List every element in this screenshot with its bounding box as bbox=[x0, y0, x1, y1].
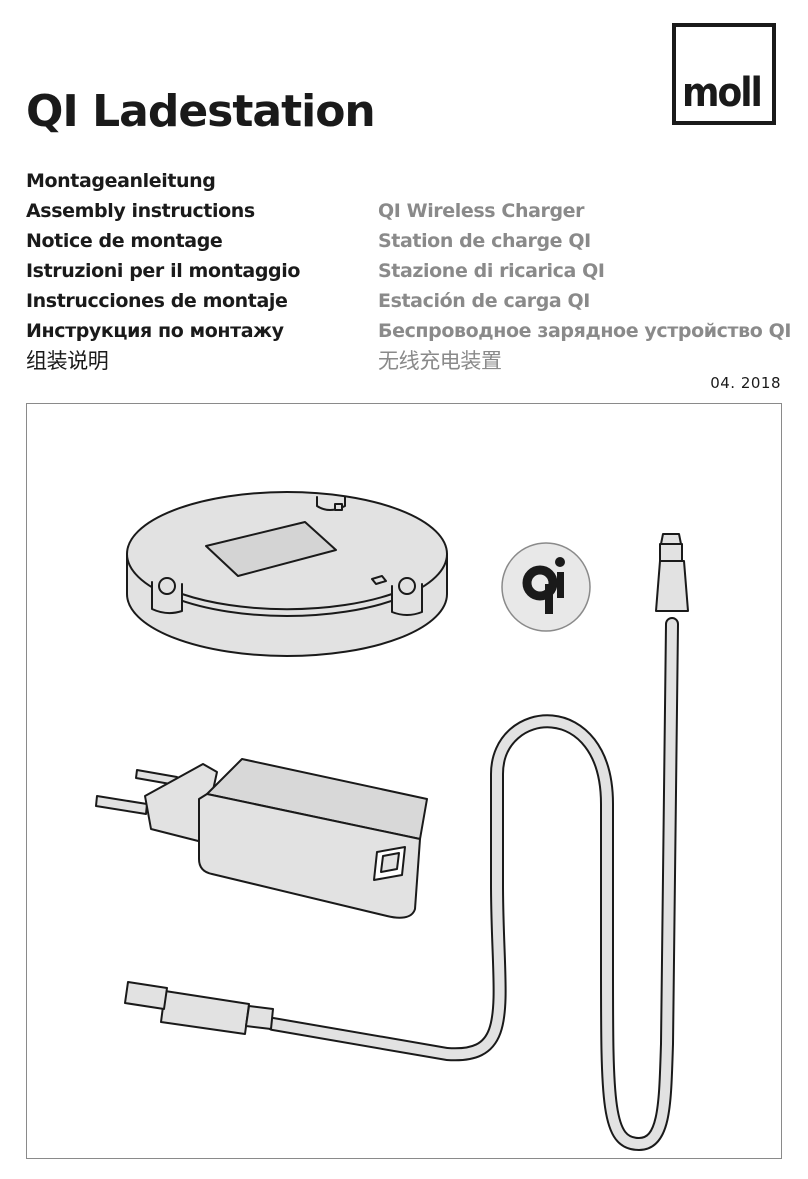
instruction-title-list: Montageanleitung Assembly instructions N… bbox=[26, 166, 300, 376]
instruction-title-it: Istruzioni per il montaggio bbox=[26, 260, 300, 282]
usb-wall-adapter bbox=[95, 758, 428, 919]
product-name-ru: Беспроводное зарядное устройство QI bbox=[378, 320, 792, 342]
instruction-title-fr: Notice de montage bbox=[26, 230, 223, 252]
illustration-frame bbox=[26, 403, 782, 1159]
product-name-en: QI Wireless Charger bbox=[378, 200, 585, 222]
publication-date: 04. 2018 bbox=[710, 374, 781, 392]
logo-text: moll bbox=[682, 70, 763, 116]
usb-cable bbox=[124, 533, 689, 1151]
instruction-title-ru: Инструкция по монтажу bbox=[26, 320, 284, 342]
product-name-it: Stazione di ricarica QI bbox=[378, 260, 605, 282]
product-illustration bbox=[95, 491, 689, 1151]
product-name-es: Estación de carga QI bbox=[378, 290, 590, 312]
instruction-title-zh: 组装说明 bbox=[26, 349, 109, 373]
product-name-fr: Station de charge QI bbox=[378, 230, 591, 252]
qi-charging-pad bbox=[126, 491, 448, 657]
product-name-list: QI Wireless Charger Station de charge QI… bbox=[378, 196, 791, 376]
instruction-title-de: Montageanleitung bbox=[26, 170, 216, 192]
moll-logo: moll bbox=[672, 23, 776, 125]
page-title: QI Ladestation bbox=[26, 86, 376, 137]
product-name-zh: 无线充电装置 bbox=[378, 349, 502, 373]
instruction-title-en: Assembly instructions bbox=[26, 200, 255, 222]
instruction-title-es: Instrucciones de montaje bbox=[26, 290, 288, 312]
qi-logo bbox=[501, 542, 591, 632]
